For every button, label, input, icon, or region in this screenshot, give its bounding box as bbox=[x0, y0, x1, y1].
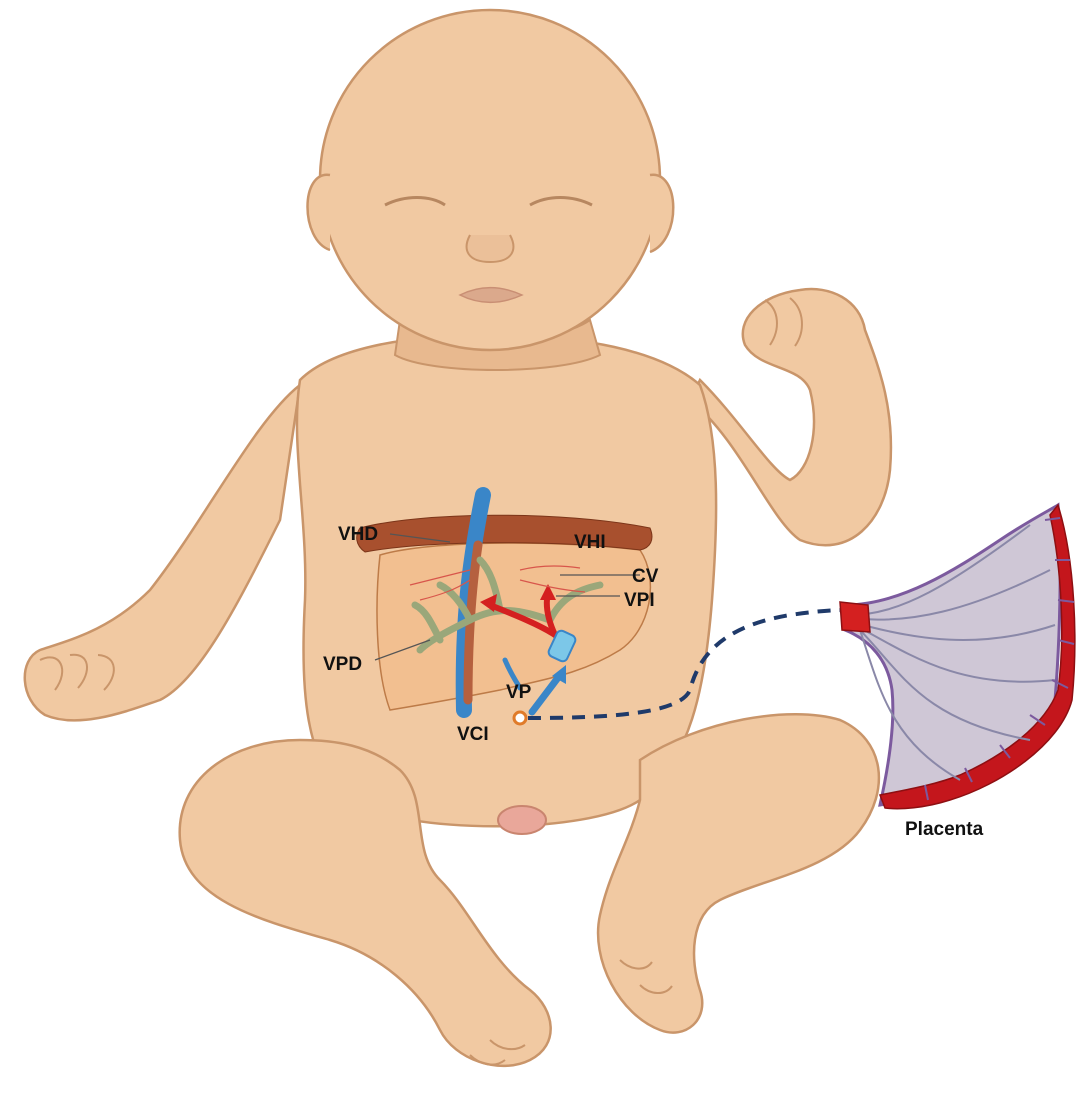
baby-right-arm bbox=[690, 289, 891, 545]
label-vp: VP bbox=[506, 682, 532, 703]
label-cv: CV bbox=[632, 566, 659, 587]
label-vpd: VPD bbox=[323, 654, 362, 675]
placenta-cord-stub bbox=[840, 602, 870, 632]
baby-nose bbox=[467, 235, 514, 262]
baby-right-ear bbox=[650, 175, 673, 252]
baby-left-ear bbox=[308, 175, 331, 250]
baby-genital bbox=[498, 806, 546, 834]
baby-left-arm bbox=[25, 385, 300, 720]
label-placenta: Placenta bbox=[905, 819, 984, 840]
label-vhd: VHD bbox=[338, 524, 378, 545]
label-vpi: VPI bbox=[624, 590, 655, 611]
label-vci: VCI bbox=[457, 724, 489, 745]
label-vhi: VHI bbox=[574, 532, 606, 553]
umbilicus bbox=[514, 712, 526, 724]
